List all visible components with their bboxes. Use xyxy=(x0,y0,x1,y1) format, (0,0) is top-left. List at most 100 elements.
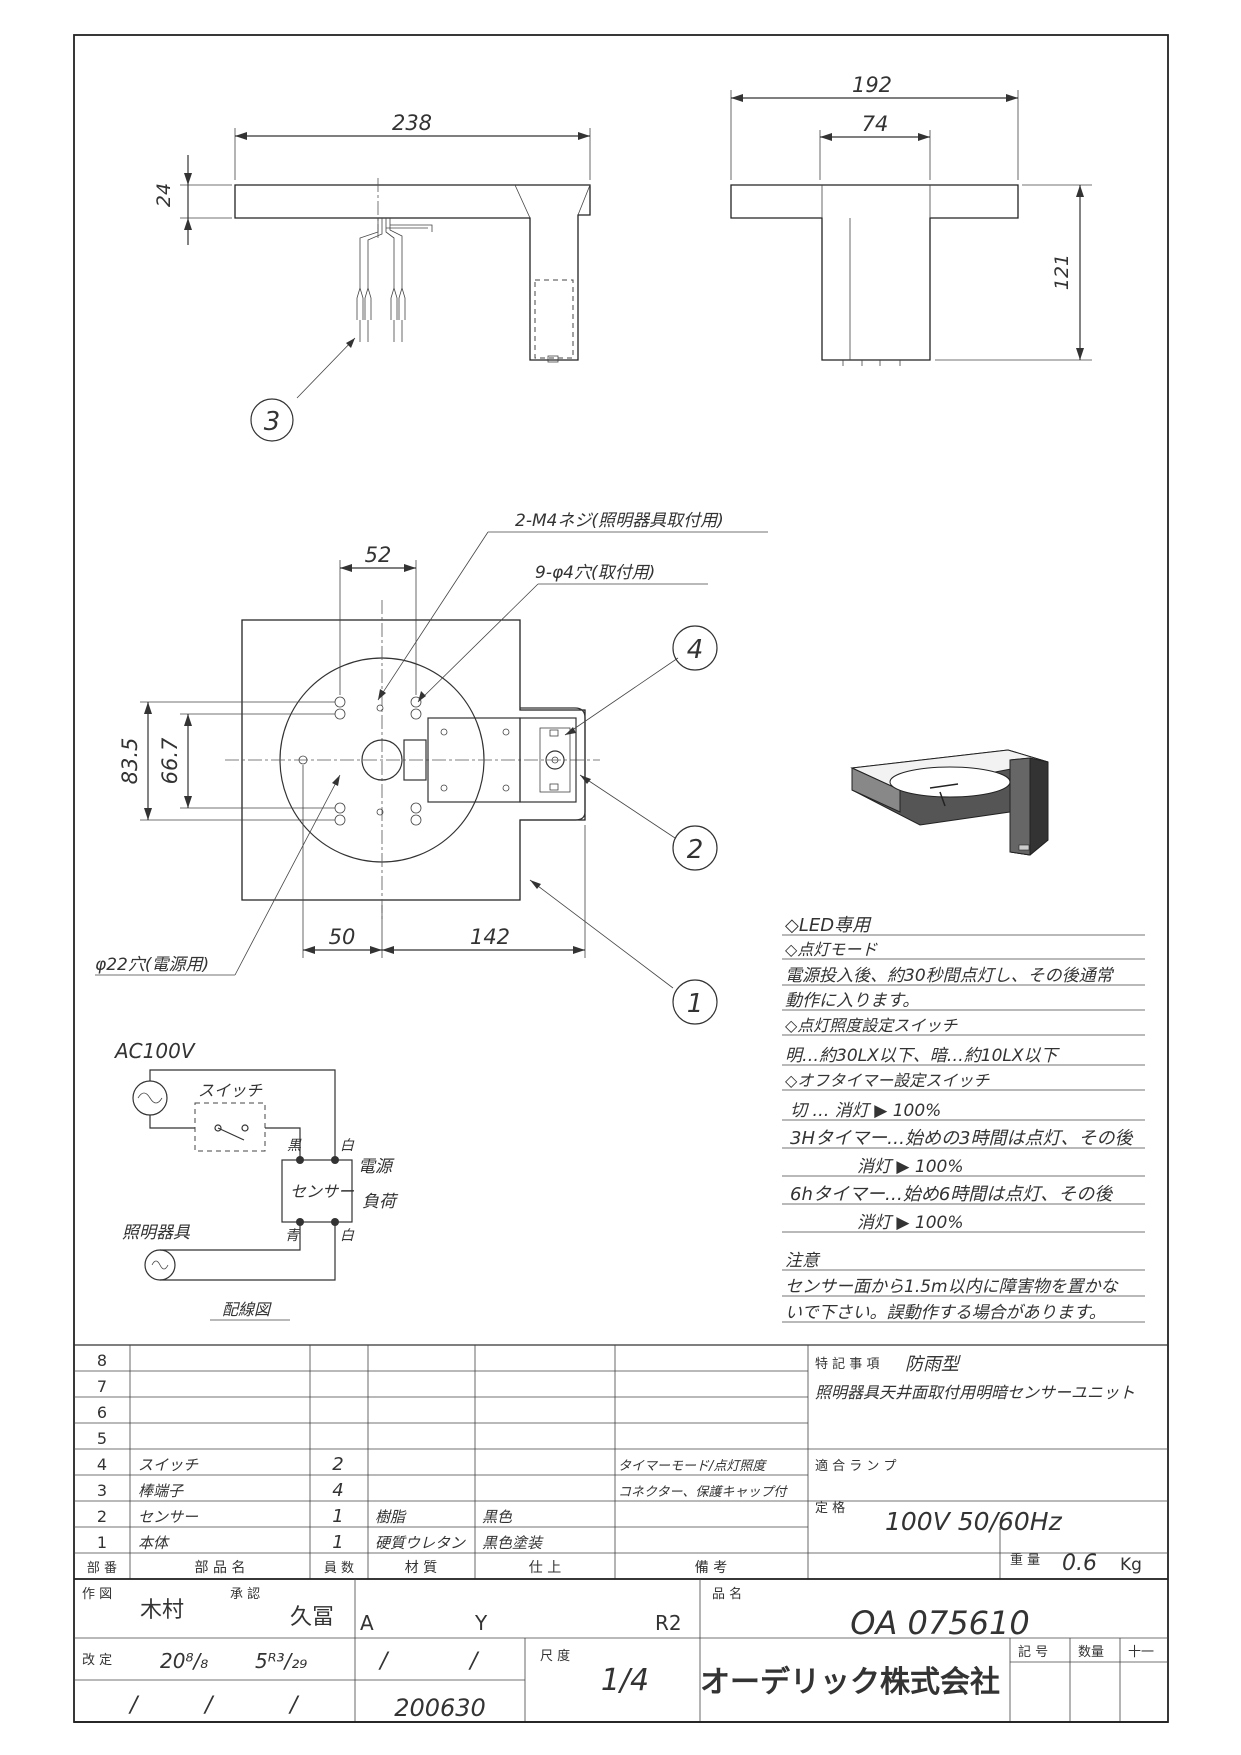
row-no: 1 xyxy=(97,1533,107,1552)
dim-front-width: 192 xyxy=(852,73,892,97)
revision-slash-1: / xyxy=(378,1649,390,1674)
drawn-label: 作 図 xyxy=(82,1587,112,1602)
note-2: ◇点灯モード xyxy=(785,940,878,959)
dim-vert-outer: 83.5 xyxy=(118,738,142,785)
row-qty: 2 xyxy=(332,1454,343,1475)
row-finish: 黒色 xyxy=(482,1508,513,1526)
note-1: ◇LED専用 xyxy=(785,915,872,936)
scale-label: 尺 度 xyxy=(540,1648,570,1664)
note-4: 動作に入ります。 xyxy=(785,991,919,1011)
approved-by: 久冨 xyxy=(290,1605,334,1630)
wire-white-bottom-label: 白 xyxy=(340,1228,355,1244)
dim-offset-left: 50 xyxy=(329,925,356,949)
dim-offset-right: 142 xyxy=(470,925,510,949)
header-finish: 仕 上 xyxy=(529,1560,561,1576)
row-no: 3 xyxy=(97,1481,107,1500)
weight-label: 重 量 xyxy=(1010,1552,1040,1568)
row-no: 7 xyxy=(97,1377,107,1396)
lamp-label: 照明器具 xyxy=(122,1223,191,1243)
code-r: R2 xyxy=(655,1611,682,1635)
code-y: Y xyxy=(474,1611,488,1635)
front-view: 192 74 121 xyxy=(730,73,1092,366)
note-11: 6hタイマー…始め6時間は点灯、その後 xyxy=(790,1184,1113,1205)
scale-value: 1/4 xyxy=(601,1663,649,1698)
note-10: 消灯 ▶ 100% xyxy=(857,1157,963,1177)
note-8: 切 … 消灯 ▶ 100% xyxy=(790,1101,941,1121)
note-9: 3Hタイマー…始めの3時間は点灯、その後 xyxy=(790,1128,1133,1149)
revision-1: 20⁸/₈ xyxy=(160,1649,208,1673)
approved-label: 承 認 xyxy=(230,1586,260,1602)
parts-table: 8 7 6 5 4 スイッチ 2 タイマーモード/点灯照度 3 棒端子 4 コネ… xyxy=(74,1344,1168,1580)
row-material: 硬質ウレタン xyxy=(375,1534,466,1552)
row-remark: コネクター、保護キャップ付 xyxy=(618,1485,788,1500)
sensor-box xyxy=(281,1159,353,1223)
note-5: ◇点灯照度設定スイッチ xyxy=(785,1016,958,1035)
row-material: 樹脂 xyxy=(375,1508,407,1526)
row-qty: 4 xyxy=(332,1480,343,1501)
revision-2: 5ᴿ³/₂₉ xyxy=(255,1649,307,1673)
header-material: 材 質 xyxy=(405,1560,437,1576)
caution-title: 注意 xyxy=(785,1251,821,1271)
lamp-label: 適 合 ラ ン プ xyxy=(815,1458,897,1474)
product-number: OA 075610 xyxy=(850,1604,1029,1642)
weight-unit: Kg xyxy=(1120,1555,1142,1575)
revision-label: 改 定 xyxy=(82,1653,112,1668)
callout-3: 3 xyxy=(264,407,281,437)
code-a: A xyxy=(360,1611,374,1635)
callout-cable-hole: φ22穴(電源用) xyxy=(95,955,209,975)
rating-value: 100V 50/60Hz xyxy=(885,1507,1063,1536)
row-name: 棒端子 xyxy=(138,1482,184,1500)
callout-m4: 2-M4ネジ(照明器具取付用) xyxy=(515,511,724,531)
row-name: スイッチ xyxy=(138,1456,199,1474)
note-12: 消灯 ▶ 100% xyxy=(857,1213,963,1233)
wiring-diagram: AC100V スイッチ 黒 白 電源 センサー 負荷 青 白 照明器具 配線図 xyxy=(113,1039,399,1321)
sensor-label: センサー xyxy=(290,1182,355,1201)
dim-front-height: 121 xyxy=(1051,254,1073,290)
switch-box xyxy=(194,1102,266,1152)
header-no: 部 番 xyxy=(87,1561,117,1576)
symbol-label: 記 号 xyxy=(1018,1644,1048,1660)
callout-holes: 9-φ4穴(取付用) xyxy=(535,563,655,583)
notes-panel: ◇LED専用 ◇点灯モード 電源投入後、約30秒間点灯し、その後通常 動作に入り… xyxy=(782,915,1145,1323)
spec-description: 照明器具天井面取付用明暗センサーユニット xyxy=(815,1383,1135,1402)
bottom-view: 52 83.5 66.7 50 142 2-M4ネジ(照明器具取付用) 9-φ4… xyxy=(95,511,768,1025)
terminal-load-label: 負荷 xyxy=(362,1192,399,1212)
special-label: 特 記 事 項 xyxy=(815,1356,879,1372)
header-remark: 備 考 xyxy=(695,1560,727,1576)
note-6: 明…約30LX以下、暗…約10LX以下 xyxy=(785,1046,1060,1066)
callout-2: 2 xyxy=(687,835,704,865)
row-no: 4 xyxy=(97,1455,107,1474)
weight-value: 0.6 xyxy=(1062,1551,1097,1576)
terminal-power-label: 電源 xyxy=(358,1157,395,1177)
dim-side-thickness: 24 xyxy=(153,183,175,207)
blank-slash-3: / xyxy=(288,1693,300,1718)
row-qty: 1 xyxy=(332,1532,343,1553)
row-name: センサー xyxy=(138,1508,199,1526)
blank-slash-1: / xyxy=(128,1693,140,1718)
blank-slash-2: / xyxy=(203,1693,215,1718)
dim-vert-inner: 66.7 xyxy=(158,737,182,784)
row-no: 5 xyxy=(97,1429,107,1448)
callout-4: 4 xyxy=(687,635,704,665)
plusminus-label: 十一 xyxy=(1128,1645,1154,1660)
wiring-supply-label: AC100V xyxy=(113,1039,196,1063)
wire-white-top-label: 白 xyxy=(340,1138,355,1154)
wire-black-label: 黒 xyxy=(287,1138,302,1154)
row-remark: タイマーモード/点灯照度 xyxy=(618,1459,767,1474)
header-name: 部 品 名 xyxy=(195,1560,246,1576)
row-finish: 黒色塗装 xyxy=(482,1534,544,1552)
company-name: オーデリック株式会社 xyxy=(700,1665,1000,1700)
row-no: 8 xyxy=(97,1351,107,1370)
side-view: 238 24 3 xyxy=(153,111,591,442)
wiring-caption: 配線図 xyxy=(222,1300,272,1319)
revision-slash-2: / xyxy=(468,1649,480,1674)
quantity-label: 数量 xyxy=(1078,1645,1104,1660)
wiring-switch-label: スイッチ xyxy=(198,1081,263,1100)
special-value: 防雨型 xyxy=(905,1354,961,1375)
wire-blue-label: 青 xyxy=(285,1228,301,1244)
row-no: 6 xyxy=(97,1403,107,1422)
row-qty: 1 xyxy=(332,1506,343,1527)
note-7: ◇オフタイマー設定スイッチ xyxy=(785,1071,990,1090)
dim-front-inner: 74 xyxy=(862,112,889,136)
